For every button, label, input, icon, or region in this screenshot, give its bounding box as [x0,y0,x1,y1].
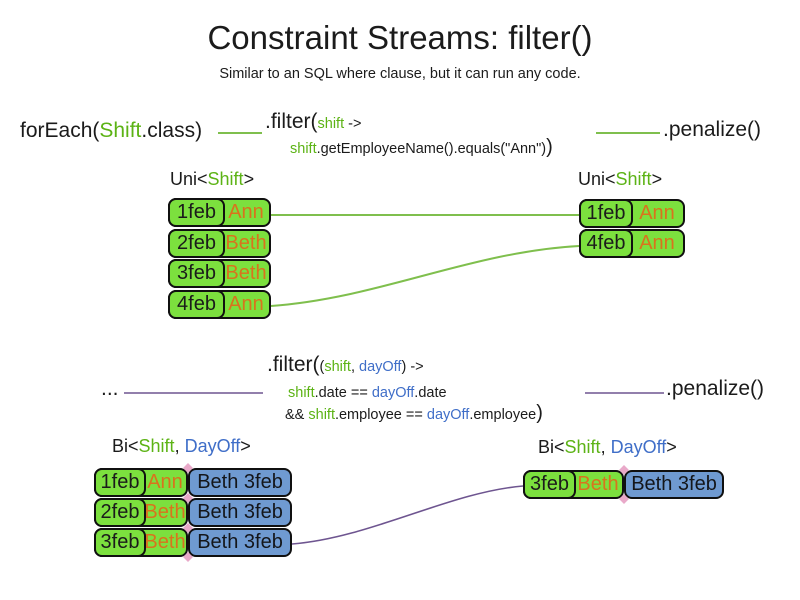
filter-arrow: -> [344,116,362,132]
date-compare: .date == [314,385,372,401]
shift-row: 3feb Beth [168,259,271,288]
bi-sep: , [174,436,185,456]
line-row-4feb [270,245,580,307]
shift-row: 2feb Beth [168,229,271,258]
shift-employee-cell: Beth [144,531,186,553]
bi-param-dayoff: DayOff [610,437,667,457]
filter-expression-line2: shift.getEmployeeName().equals("Ann")) [290,137,553,157]
bi-row: 3feb Beth Beth 3feb [523,470,724,499]
bi-param-dayoff: DayOff [184,436,241,456]
penalize-expression-bottom: .penalize() [666,377,765,400]
shift-date-cell: 3feb [168,259,225,288]
shift-date-cell: 4feb [168,290,225,319]
penalize-expression-top: .penalize() [663,118,762,141]
source-ellipsis: ... [101,377,119,400]
dayoff-cell: Beth 3feb [188,498,292,527]
shift-date-cell: 3feb [94,528,146,557]
filter-expression-line1: .filter(shift -> [265,111,361,132]
dayoff-cell: Beth 3feb [188,468,292,497]
shift-pair-box: 3feb Beth [94,528,188,557]
paren-close: ) [401,359,407,375]
shift-ref: shift [308,407,335,423]
shift-date-cell: 1feb [168,198,225,227]
shift-date-cell: 2feb [94,498,146,527]
employee-field: .employee [469,407,537,423]
uni-type-label-left: Uni<Shift> [170,170,254,188]
filter-open: .filter( [265,110,318,133]
filter-body: .getEmployeeName().equals("Ann") [316,141,547,157]
param-sep: , [350,359,359,375]
filter-close-paren: ) [536,402,543,424]
bi-type-label-right: Bi<Shift, DayOff> [538,438,677,456]
paren-open: ( [319,359,325,375]
shift-employee-cell: Beth [144,501,186,523]
foreach-class: Shift [99,119,142,142]
bi-row: 1feb Ann Beth 3feb [94,468,292,497]
uni-type-label-right: Uni<Shift> [578,170,662,188]
bi-param-shift: Shift [564,437,601,457]
filter-open: .filter( [267,353,320,376]
bi-param-shift: Shift [138,436,175,456]
date-field: .date [414,385,447,401]
shift-employee-cell: Ann [147,471,183,493]
param-dayoff: dayOff [359,359,402,375]
shift-date-cell: 2feb [168,229,225,258]
shift-row: 1feb Ann [168,198,271,227]
dayoff-cell: Beth 3feb [188,528,292,557]
uni-param: Shift [615,169,652,189]
shift-employee-cell: Ann [639,232,675,254]
bi-post: > [666,437,677,457]
foreach-post: .class) [141,119,203,142]
bi-type-label-left: Bi<Shift, DayOff> [112,437,251,455]
bi-pre: Bi< [538,437,565,457]
foreach-expression: forEach(Shift.class) [20,120,202,141]
bi-row: 2feb Beth Beth 3feb [94,498,292,527]
employee-compare: .employee == [334,407,427,423]
bi-filter-line2: shift.date == dayOff.date [288,386,447,401]
bi-filter-line1: .filter((shift, dayOff) -> [267,354,424,375]
uni-pre: Uni< [170,169,208,189]
shift-row: 4feb Ann [579,229,685,258]
uni-post: > [243,169,255,189]
filter-param: shift [317,116,345,132]
bi-post: > [240,436,251,456]
shift-employee-cell: Ann [228,201,264,223]
filter-body-param: shift [290,141,317,157]
shift-employee-cell: Ann [228,293,264,315]
shift-pair-box: 2feb Beth [94,498,188,527]
shift-row: 4feb Ann [168,290,271,319]
bi-sep: , [600,437,611,457]
uni-post: > [651,169,663,189]
shift-date-cell: 1feb [94,468,146,497]
bi-filter-line3: && shift.employee == dayOff.employee) [285,403,543,423]
subtitle: Similar to an SQL where clause, but it c… [219,66,581,82]
and-operator: && [285,407,309,423]
bi-row: 3feb Beth Beth 3feb [94,528,292,557]
shift-pair-box: 1feb Ann [94,468,188,497]
uni-pre: Uni< [578,169,616,189]
page-title: Constraint Streams: filter() [207,19,593,56]
filter-close-paren: ) [546,136,553,158]
uni-param: Shift [207,169,244,189]
shift-date-cell: 3feb [523,470,576,499]
shift-ref: shift [288,385,315,401]
dayoff-cell: Beth 3feb [624,470,724,499]
shift-employee-cell: Ann [639,202,675,224]
shift-employee-cell: Beth [225,232,267,254]
lambda-arrow: -> [406,359,424,375]
param-shift: shift [324,359,351,375]
line-bi-row-3feb [291,485,524,545]
shift-date-cell: 4feb [579,229,633,258]
foreach-pre: forEach( [20,119,100,142]
shift-employee-cell: Beth [225,262,267,284]
shift-employee-cell: Beth [577,473,619,495]
shift-row: 1feb Ann [579,199,685,228]
shift-date-cell: 1feb [579,199,633,228]
dayoff-ref: dayOff [426,407,470,423]
shift-pair-box: 3feb Beth [523,470,624,499]
bi-pre: Bi< [112,436,139,456]
dayoff-ref: dayOff [371,385,415,401]
